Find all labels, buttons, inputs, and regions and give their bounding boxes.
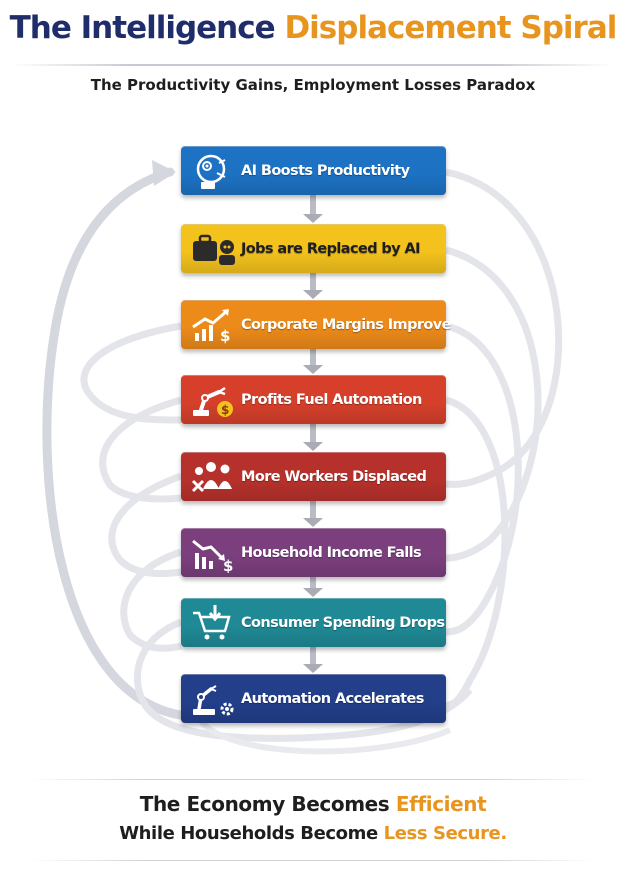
briefcase-robot-icon [189, 229, 241, 269]
spiral-loop-7 [108, 472, 183, 578]
connector-arrow [303, 500, 323, 527]
connector-arrow [303, 576, 323, 597]
title-divider [12, 64, 612, 66]
spiral-loop-8 [120, 548, 183, 652]
step-7: Consumer Spending Drops [181, 598, 446, 647]
robot-head-gear-icon [189, 151, 241, 191]
page-subtitle: The Productivity Gains, Employment Losse… [90, 76, 536, 94]
spiral-return-arrow [42, 167, 191, 721]
footer-line-1-accent: Efficient [395, 792, 487, 816]
step-label: Consumer Spending Drops [241, 615, 445, 631]
footer-line-1: The Economy Becomes Efficient [0, 792, 626, 816]
connector-arrow [303, 423, 323, 451]
step-label: Household Income Falls [241, 545, 422, 561]
spiral-loop-1 [445, 168, 563, 488]
footer-line-2-accent: Less Secure. [383, 823, 508, 844]
footer-divider-top [30, 779, 596, 780]
step-connectors [303, 194, 323, 673]
step-4: $ Profits Fuel Automation [181, 375, 446, 424]
connector-arrow [303, 646, 323, 673]
workers-x-icon [189, 457, 241, 497]
step-6: $ Household Income Falls [181, 528, 446, 577]
connector-arrow [303, 348, 323, 374]
title-part-2: Displacement Spiral [284, 10, 617, 46]
step-label: Jobs are Replaced by AI [241, 241, 421, 257]
spiral-loops [42, 160, 563, 755]
spiral-return-arrow-head [152, 160, 176, 186]
connector-arrow [303, 194, 323, 223]
svg-text:$: $ [223, 557, 233, 573]
connector-arrow [303, 272, 323, 299]
step-label: More Workers Displaced [241, 469, 427, 485]
spiral-loop-3 [445, 322, 522, 636]
step-label: Automation Accelerates [241, 691, 424, 707]
step-label: Profits Fuel Automation [241, 392, 422, 408]
svg-text:$: $ [220, 327, 230, 345]
footer-divider-bottom [30, 860, 596, 861]
footer-line-2: While Households Become Less Secure. [0, 823, 626, 844]
robot-arm-dollar-icon: $ [189, 380, 241, 420]
spiral-loop-5 [80, 322, 182, 424]
step-1: AI Boosts Productivity [181, 146, 446, 195]
spiral-loop-10 [197, 718, 452, 755]
falling-chart-dollar-icon: $ [189, 533, 241, 575]
step-2: Jobs are Replaced by AI [181, 224, 446, 273]
footer-line-2-prefix: While Households Become [119, 823, 384, 844]
step-5: More Workers Displaced [181, 452, 446, 501]
title-part-1: The Intelligence [9, 10, 276, 46]
step-3: $ Corporate Margins Improve [181, 300, 451, 349]
robot-arms-gear-icon [189, 679, 241, 719]
step-label: Corporate Margins Improve [241, 317, 451, 333]
step-label: AI Boosts Productivity [241, 163, 410, 179]
shopping-cart-down-icon [189, 603, 241, 643]
page-title: The Intelligence Displacement Spiral [0, 10, 626, 46]
spiral-loop-2 [445, 246, 542, 562]
rising-chart-dollar-icon: $ [189, 305, 241, 345]
spiral-loop-6 [99, 396, 182, 503]
svg-text:$: $ [221, 403, 229, 417]
footer-line-1-prefix: The Economy Becomes [139, 792, 396, 816]
step-8: Automation Accelerates [181, 674, 446, 723]
